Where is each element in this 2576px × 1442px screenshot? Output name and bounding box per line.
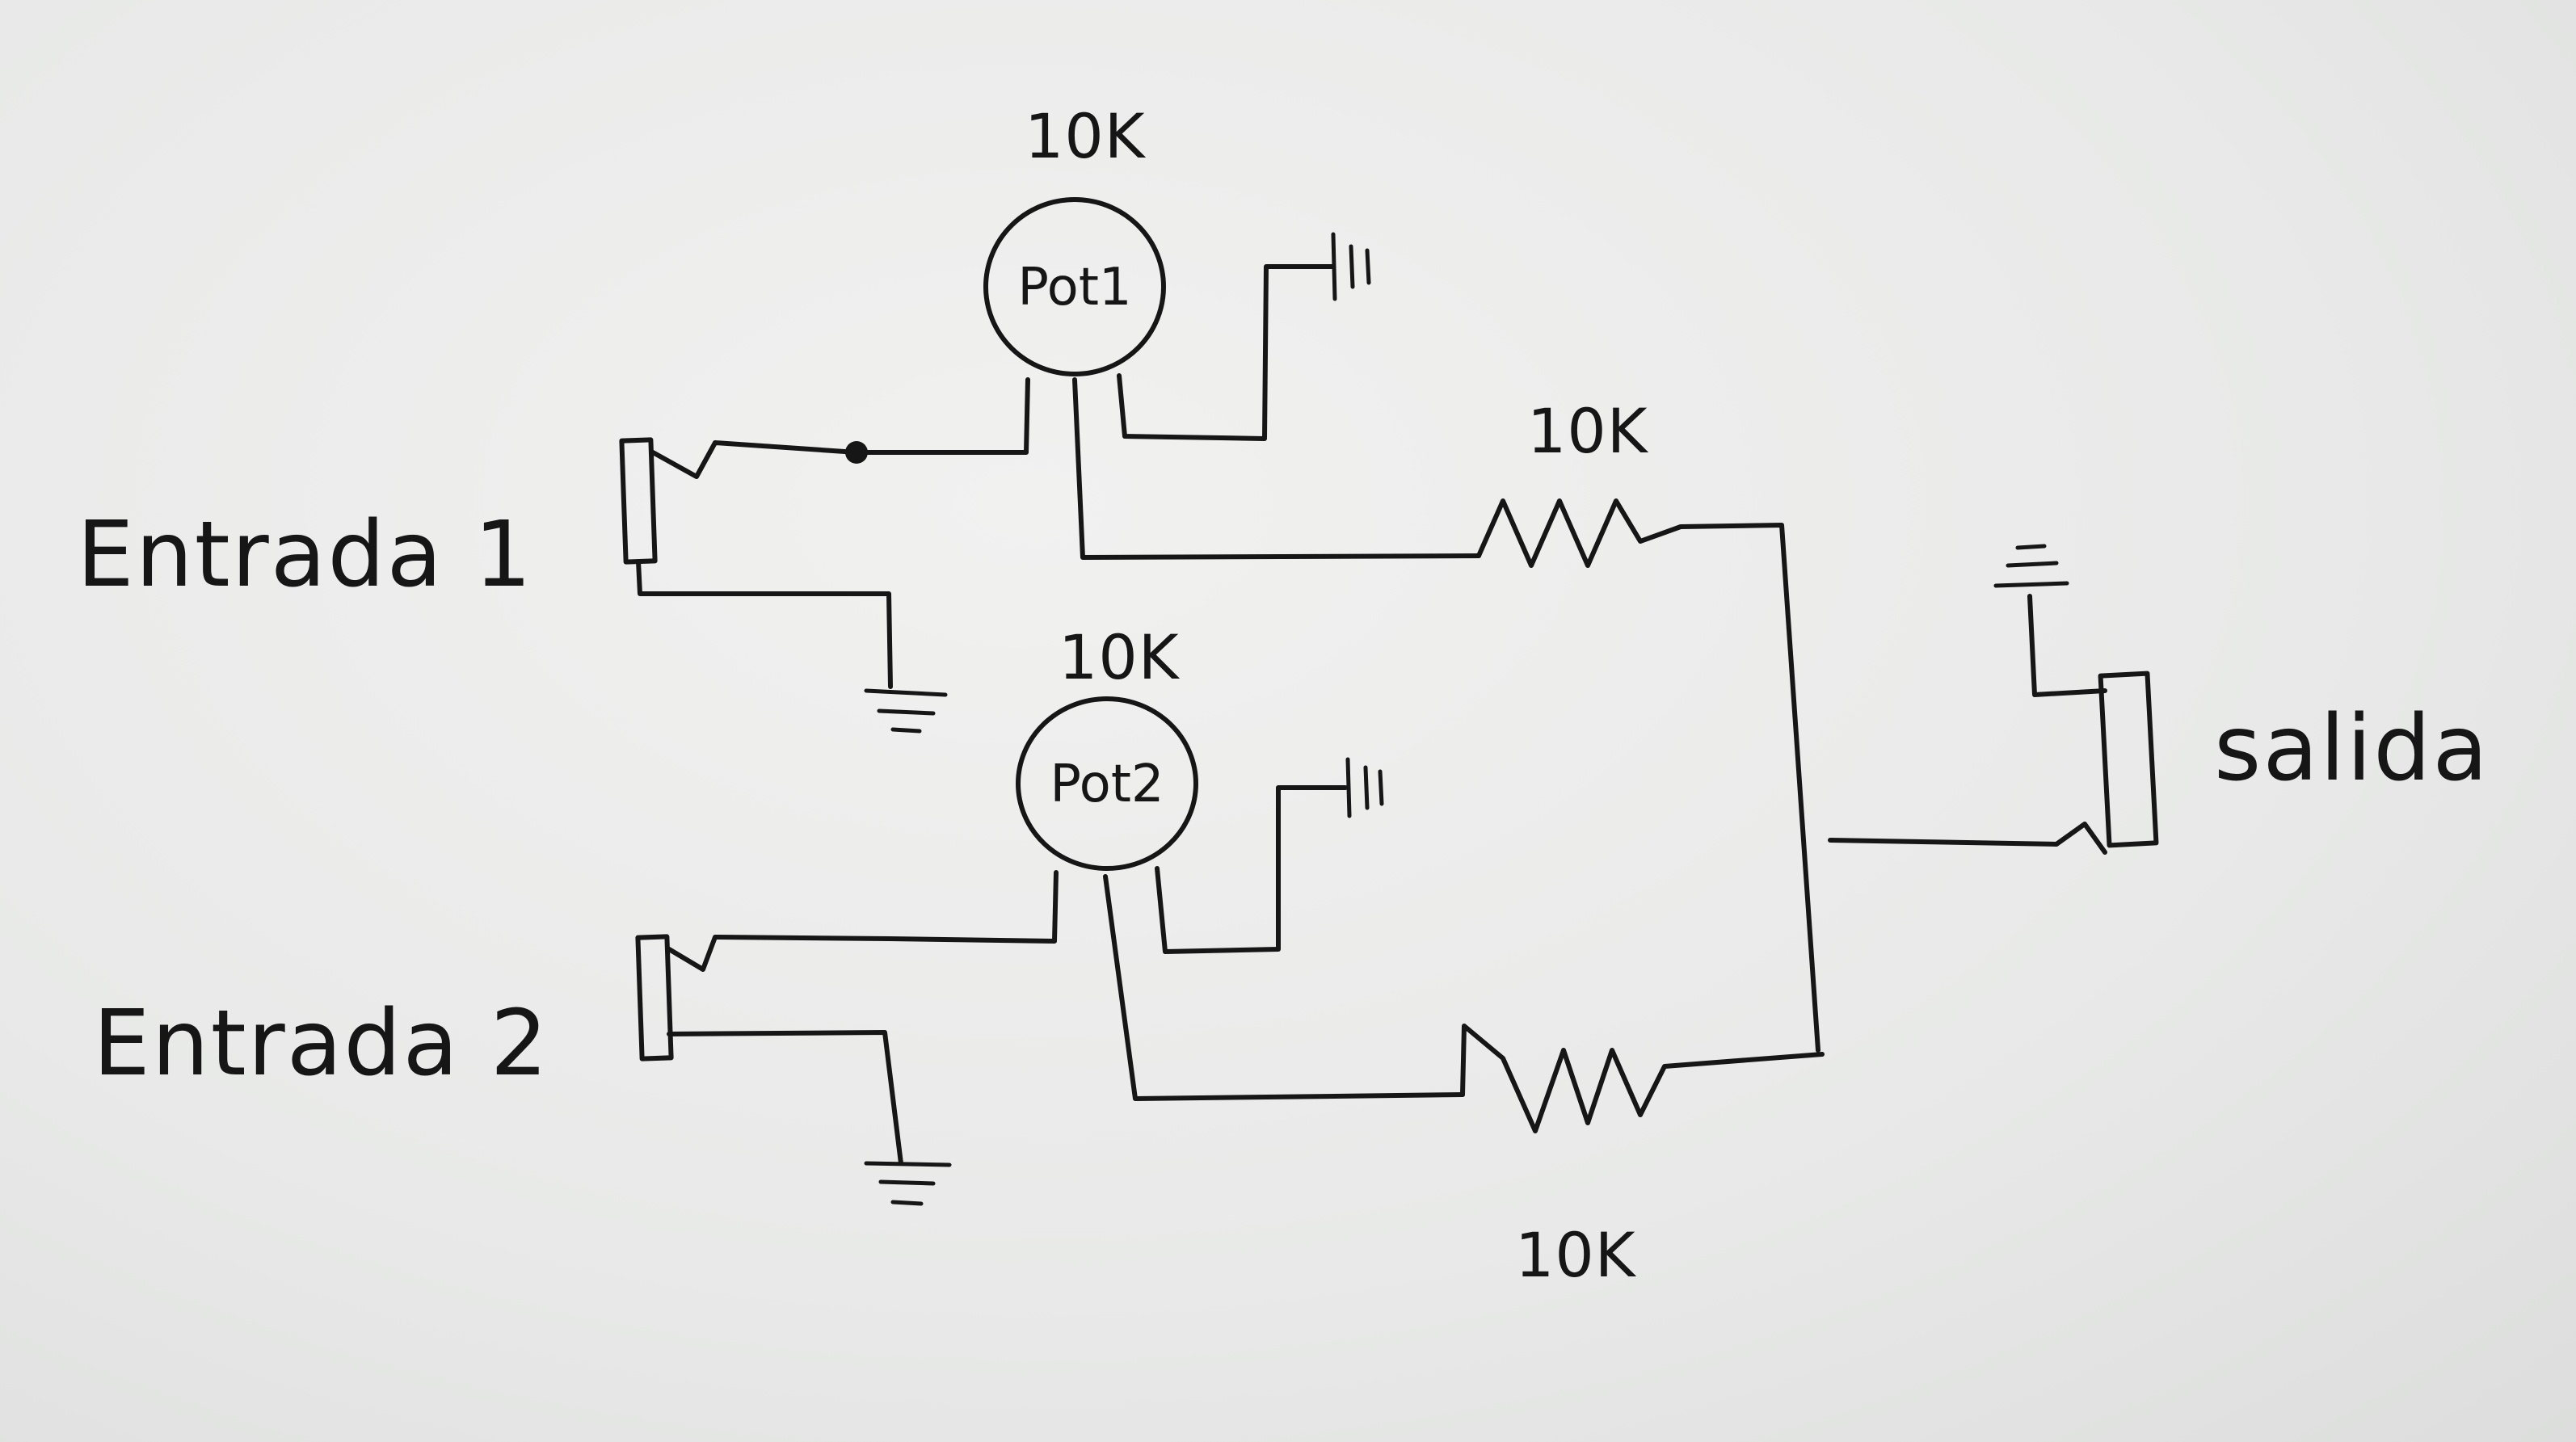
input-1-label: Entrada 1 [77,502,533,607]
input-1-ground-symbol [864,688,948,734]
output-ground-symbol [1993,544,2069,588]
junction-dot [845,441,868,464]
pot-2-ground-symbol [1345,757,1384,818]
pot-2-value-label: 10K [1059,621,1181,693]
resistor-2-value-label: 10K [1515,1219,1637,1291]
input-2-label: Entrada 2 [93,991,549,1096]
resistor-1-value-label: 10K [1527,395,1649,467]
resistor-2 [1460,1024,1825,1133]
output-label: salida [2214,696,2490,801]
pot-1-value-label: 10K [1025,100,1147,172]
pot-1-label: Pot1 [1017,258,1131,317]
pot-2-label: Pot2 [1050,755,1164,814]
input-1-jack [619,377,1030,689]
input-2-ground-symbol [864,1161,952,1206]
output-jack [1828,594,2159,855]
input-2-jack [635,870,1059,1166]
pot-1-ground-symbol [1331,232,1371,301]
pot-1 [983,197,1481,560]
resistor-1 [1476,498,1820,1053]
pot-2 [1016,696,1465,1101]
